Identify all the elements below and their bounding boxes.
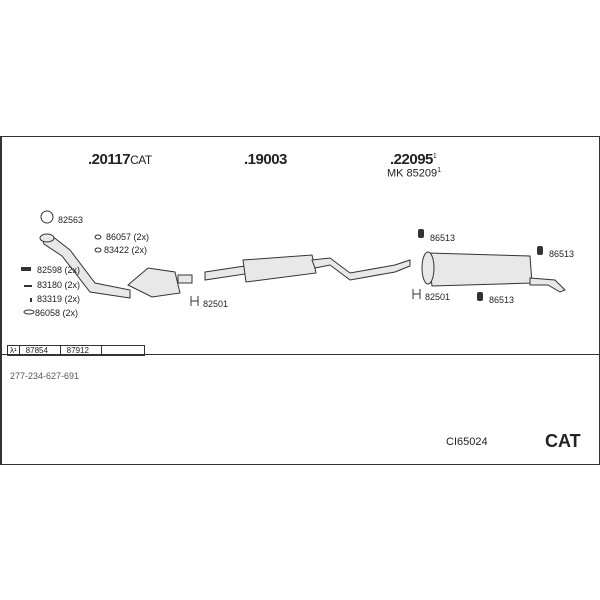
label-82598: 82598 (2x) xyxy=(37,265,81,275)
label-86513-a: 86513 xyxy=(430,233,456,243)
label-83319: 83319 (2x) xyxy=(37,294,81,304)
middle-part-number: .19003 xyxy=(244,151,287,168)
washer-icon xyxy=(94,234,102,240)
middle-silencer xyxy=(242,254,317,283)
hanger-icon xyxy=(537,246,543,255)
type-label: CAT xyxy=(545,431,581,451)
set-code: CI65024 xyxy=(446,436,488,448)
divider xyxy=(0,354,599,355)
hanger-icon xyxy=(418,229,424,238)
front-pipe xyxy=(41,235,131,299)
lambda-table: λ¹ 87854 87912 xyxy=(7,345,145,356)
hanger-icon xyxy=(477,292,483,301)
label-86513-b: 86513 xyxy=(549,249,575,259)
cat-part-number: .20117CAT xyxy=(88,151,152,168)
label-82563: 82563 xyxy=(58,215,84,225)
middle-tailpipe xyxy=(311,257,411,281)
label-83180: 83180 (2x) xyxy=(37,280,81,290)
gasket-ring xyxy=(40,210,54,224)
seal-icon xyxy=(23,309,35,315)
rear-silencer xyxy=(427,252,533,287)
clamp-icon xyxy=(190,296,199,306)
rear-tailpipe xyxy=(529,277,566,293)
label-86058: 86058 (2x) xyxy=(35,308,79,318)
label-83422: 83422 (2x) xyxy=(104,245,148,255)
middle-pipe xyxy=(204,265,246,281)
oe-numbers: 277-234-627-691 xyxy=(10,371,80,381)
spring-icon xyxy=(21,267,31,271)
bolt-icon xyxy=(24,285,32,287)
label-82501-front: 82501 xyxy=(203,299,229,309)
catalytic-converter xyxy=(127,267,181,298)
rear-mk-number: MK 852091 xyxy=(387,167,442,180)
label-86513-c: 86513 xyxy=(489,295,515,305)
clamp-icon xyxy=(412,289,421,299)
label-82501-rear: 82501 xyxy=(425,292,451,302)
rear-part-number: .220951 xyxy=(390,151,437,168)
label-86057: 86057 (2x) xyxy=(106,232,150,242)
washer-icon xyxy=(94,247,102,253)
nut-icon xyxy=(30,298,32,302)
